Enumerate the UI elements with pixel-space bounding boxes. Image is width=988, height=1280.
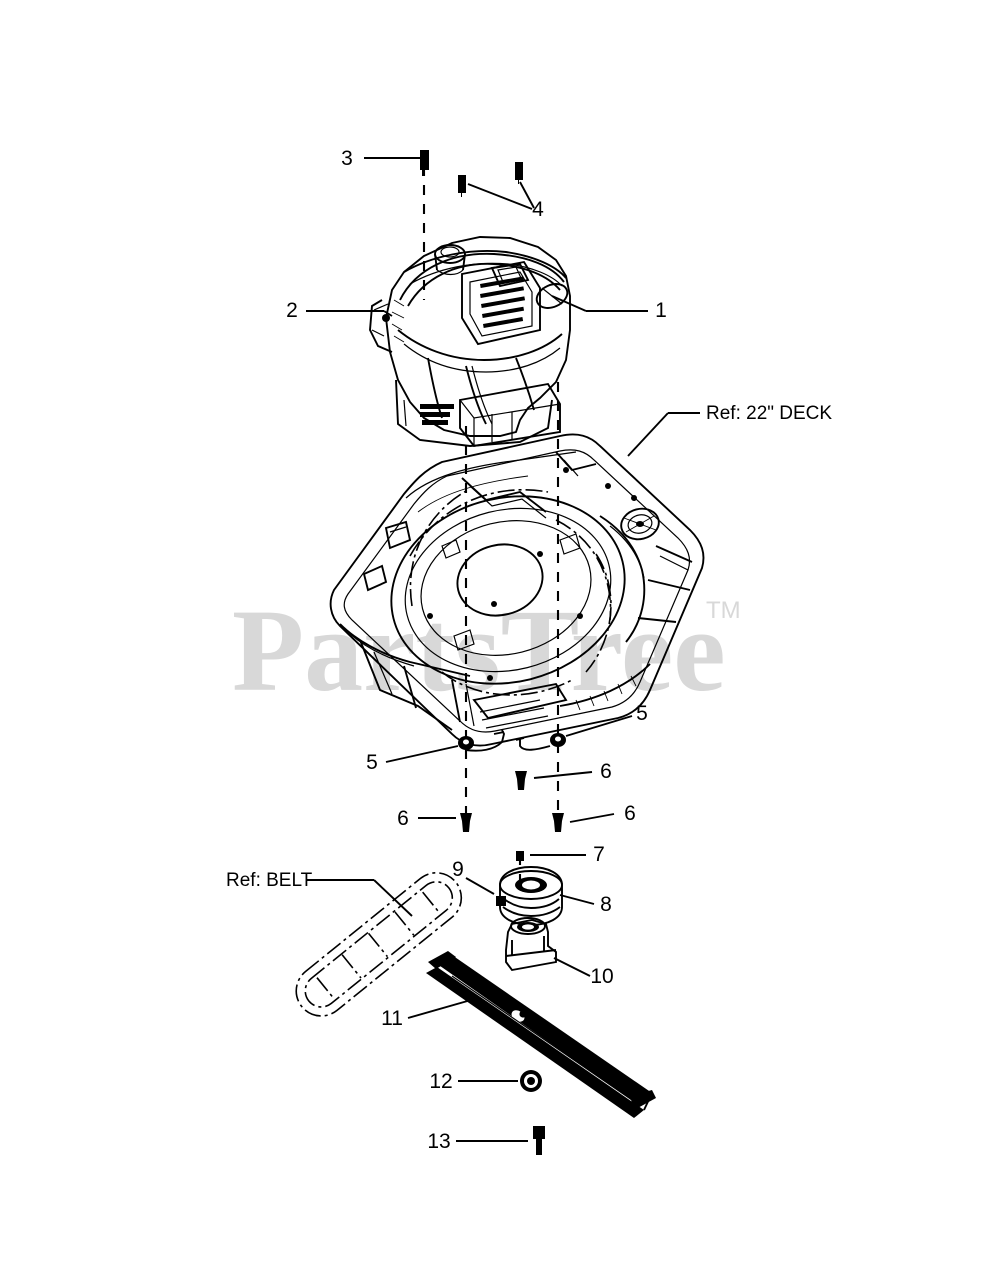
ref-deck-label: Ref: 22" DECK bbox=[706, 403, 832, 424]
part-3-bolt bbox=[364, 150, 429, 176]
part-12-washer bbox=[458, 1070, 542, 1092]
callout-5b: 5 bbox=[636, 702, 648, 725]
callout-5a: 5 bbox=[366, 751, 378, 774]
part-1-leader bbox=[551, 295, 648, 312]
callout-6a: 6 bbox=[397, 807, 409, 830]
callout-8: 8 bbox=[600, 893, 612, 916]
callout-10: 10 bbox=[590, 965, 613, 988]
callout-12: 12 bbox=[429, 1070, 452, 1093]
callout-13: 13 bbox=[427, 1130, 450, 1153]
engine-assembly-drawing bbox=[369, 236, 571, 448]
part-7-key bbox=[516, 851, 586, 861]
ref-belt-label: Ref: BELT bbox=[226, 870, 313, 891]
callout-3: 3 bbox=[341, 147, 353, 170]
callout-6c: 6 bbox=[624, 802, 636, 825]
reference-labels: Ref: 22" DECK Ref: BELT bbox=[226, 403, 832, 891]
callout-2: 2 bbox=[286, 299, 298, 322]
part-13-blade-bolt bbox=[456, 1126, 545, 1155]
ref-deck-leader bbox=[627, 412, 700, 457]
callout-9: 9 bbox=[452, 858, 464, 881]
watermark: PartsTree TM bbox=[232, 585, 741, 716]
part-5-brackets bbox=[385, 715, 633, 763]
callout-7: 7 bbox=[593, 843, 605, 866]
part-11-blade bbox=[407, 951, 656, 1118]
callout-11: 11 bbox=[381, 1007, 403, 1030]
part-8-pulley bbox=[499, 866, 595, 926]
part-2-leader bbox=[306, 310, 393, 317]
watermark-trademark-icon: TM bbox=[706, 597, 741, 624]
callout-4: 4 bbox=[532, 198, 544, 221]
callout-6b: 6 bbox=[600, 760, 612, 783]
callout-numbers: 3 4 2 1 5 5 6 6 6 7 8 9 10 11 12 13 bbox=[286, 147, 667, 1153]
watermark-text: PartsTree bbox=[232, 585, 726, 716]
part-4-screws bbox=[458, 162, 535, 210]
mower-deck-drawing bbox=[329, 433, 705, 747]
belt-drawing bbox=[295, 872, 463, 1017]
part-6-bolts bbox=[418, 771, 615, 832]
part-10-blade-adapter bbox=[505, 917, 591, 977]
callout-1: 1 bbox=[655, 299, 667, 322]
part-9-set-screw bbox=[465, 877, 506, 906]
